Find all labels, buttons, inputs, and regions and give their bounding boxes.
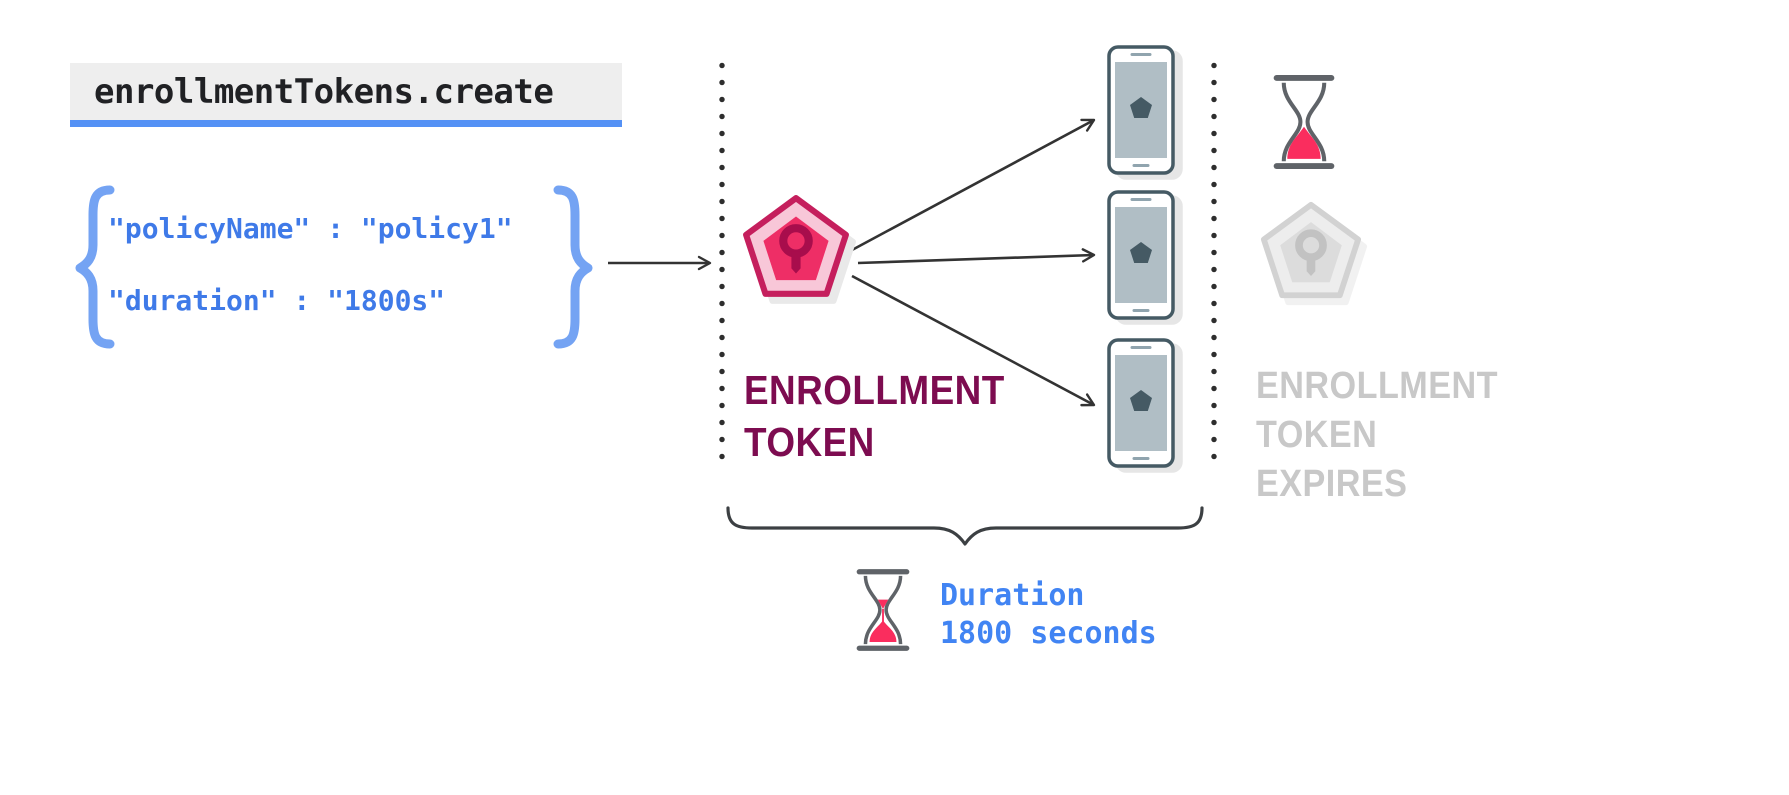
- token-to-device3-arrow-icon: [851, 274, 1096, 407]
- token-to-device2-arrow-icon: [857, 248, 1096, 265]
- token-to-device1-arrow-icon: [851, 118, 1096, 252]
- request-line-duration: "duration" : "1800s": [108, 284, 446, 317]
- request-line-policy: "policyName" : "policy1": [108, 212, 513, 245]
- token-expires-label-line3: EXPIRES: [1256, 463, 1408, 505]
- flow-arrows-icon: [608, 118, 1096, 407]
- api-method-label: enrollmentTokens.create: [94, 71, 554, 112]
- enrollment-token-pentagon-key-icon: [740, 193, 852, 306]
- left-curly-brace-icon: [74, 184, 116, 355]
- expired-hourglass-icon: [1268, 72, 1340, 177]
- device-phone-icon: [1106, 189, 1176, 326]
- token-expires-label-line1: ENROLLMENT: [1256, 365, 1498, 407]
- token-expires-label-line2: TOKEN: [1256, 414, 1378, 456]
- token-expires-dotted-line: [1211, 57, 1217, 470]
- right-curly-brace-icon: [552, 184, 594, 355]
- duration-brace-icon: [722, 504, 1208, 555]
- api-method-box: enrollmentTokens.create: [70, 63, 622, 127]
- enrollment-token-label-line2: TOKEN: [744, 419, 875, 465]
- duration-hourglass-icon: [852, 566, 914, 659]
- duration-label-line2: 1800 seconds: [940, 616, 1157, 651]
- expired-token-pentagon-key-icon: [1258, 200, 1364, 307]
- device-phone-icon: [1106, 337, 1176, 474]
- token-expires-label: ENROLLMENT TOKEN EXPIRES: [1256, 362, 1498, 509]
- token-created-dotted-line: [719, 57, 725, 470]
- duration-label-line1: Duration: [940, 578, 1085, 613]
- device-phone-icon: [1106, 44, 1176, 181]
- duration-label: Duration 1800 seconds: [940, 577, 1157, 653]
- enrollment-token-label: ENROLLMENT TOKEN: [744, 364, 1005, 468]
- enrollment-token-label-line1: ENROLLMENT: [744, 367, 1005, 413]
